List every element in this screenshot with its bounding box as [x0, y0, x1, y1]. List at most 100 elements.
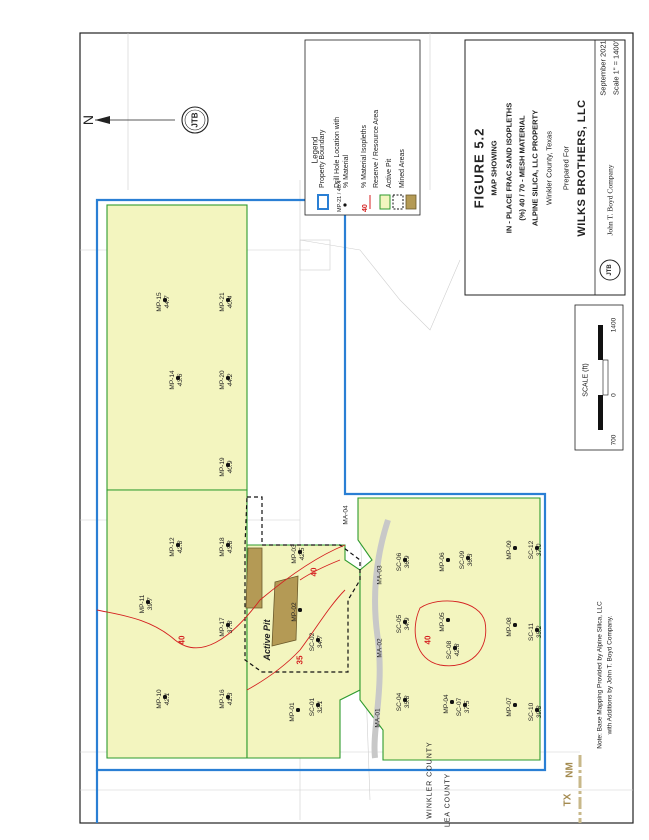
drill-hole-marker — [466, 556, 470, 560]
legend-symbol-isopleth: 40 — [362, 204, 369, 212]
drill-hole-marker — [316, 703, 320, 707]
legend-label-mined: Mined Areas — [399, 149, 406, 188]
drill-hole-marker — [450, 700, 454, 704]
scale-label: SCALE (ft) — [582, 363, 590, 397]
drill-hole-marker — [316, 638, 320, 642]
figure-line-5: Winkler County, Texas — [544, 131, 554, 205]
drill-hole-marker — [176, 376, 180, 380]
scale-seg-3 — [598, 325, 603, 360]
mined-area-2 — [271, 575, 299, 647]
legend-label-boundary: Property Boundary — [319, 129, 326, 188]
figure-line-3: (%) 40 / 70 - MESH MATERIAL — [517, 115, 527, 221]
note-line-2: with Additions by John T. Boyd Company. — [606, 615, 614, 735]
drill-hole-marker — [453, 646, 457, 650]
figure-line-2: IN - PLACE FRAC SAND ISOPLETHS — [504, 102, 514, 234]
drill-hole-marker — [463, 703, 467, 707]
north-label: N — [80, 114, 96, 126]
company-name: John T. Boyd Company — [605, 164, 615, 236]
figure-scale: Scale 1" = 1400' — [611, 40, 621, 96]
drill-hole-marker — [535, 628, 539, 632]
legend-swatch-boundary — [317, 194, 329, 210]
jtb-logo: JTB — [190, 112, 200, 128]
drill-hole-marker — [403, 620, 407, 624]
drill-hole-marker — [296, 708, 300, 712]
north-arrow-head — [95, 116, 110, 124]
state-label-nm: NM — [564, 762, 576, 778]
jtb-small-logo: JTB — [607, 264, 613, 276]
jtb-logo-ring — [181, 106, 209, 134]
drill-hole-marker — [226, 463, 230, 467]
client-name: WILKS BROTHERS, LLC — [576, 99, 588, 237]
legend-label-hole: Drill Hole Location with % Material — [334, 116, 350, 188]
drill-hole-marker — [446, 558, 450, 562]
monitor-point-ma-01: MA-01 — [374, 708, 382, 728]
legend-label-reserve: Reserve / Resource Area — [373, 109, 380, 188]
haul-road — [371, 519, 391, 759]
drill-hole-marker — [163, 695, 167, 699]
monitor-point-ma-03: MA-03 — [376, 565, 384, 585]
mined-area-1 — [245, 547, 263, 609]
scale-seg-1 — [598, 395, 603, 430]
jtb-small-logo-ring — [599, 259, 621, 281]
drill-hole-marker — [513, 703, 517, 707]
figure-date: September 2021 — [598, 40, 608, 96]
scale-tick-1400: 1400 — [610, 317, 618, 333]
drill-hole-marker — [226, 623, 230, 627]
drill-hole-marker — [298, 550, 302, 554]
drill-hole-marker — [226, 298, 230, 302]
drill-hole-marker — [446, 618, 450, 622]
drill-hole-marker — [226, 376, 230, 380]
monitor-point-ma-04: MA-04 — [342, 505, 350, 525]
winkler-county-label: WINKLER COUNTY — [426, 741, 434, 819]
jtb-logo-inner — [184, 109, 206, 131]
reserve-area-south — [357, 497, 541, 761]
drill-hole-marker — [226, 695, 230, 699]
scale-tick-0: 0 — [610, 393, 618, 397]
drill-hole-marker — [513, 623, 517, 627]
active-pit-label: Active Pit — [262, 619, 272, 661]
title-block — [464, 39, 626, 296]
isopleth-40-pit — [299, 559, 341, 581]
drill-hole-marker — [513, 546, 517, 550]
isopleth-40-north — [96, 544, 346, 649]
drill-hole-marker — [403, 558, 407, 562]
monitor-point-ma-02: MA-02 — [376, 638, 384, 658]
drill-hole-marker — [226, 543, 230, 547]
isopleth-label-4: 40 — [423, 635, 433, 645]
lea-county-label: LEA COUNTY — [444, 772, 452, 828]
legend-swatch-hole — [343, 203, 347, 207]
prepared-for: Prepared For — [561, 145, 571, 191]
drill-hole-marker — [535, 546, 539, 550]
isopleth-label-3: 40 — [309, 567, 319, 577]
scale-seg-2 — [602, 359, 609, 396]
drill-hole-marker — [163, 298, 167, 302]
active-pit-outline — [244, 496, 361, 673]
reserve-areas — [106, 204, 541, 761]
drill-hole-marker — [403, 698, 407, 702]
drill-hole-marker — [146, 600, 150, 604]
legend-swatch-mined — [405, 194, 417, 210]
note-line-1: Note: Base Mapping Provided by Alpine Si… — [596, 601, 604, 749]
legend-box — [304, 39, 421, 216]
legend-label-isopleth: % Material Isopleths — [361, 124, 368, 188]
state-label-tx: TX — [562, 793, 574, 807]
isopleth-35 — [246, 589, 346, 691]
legend-swatch-reserve — [379, 194, 391, 210]
scale-tick-700: 700 — [610, 434, 618, 446]
isopleth-40-south — [414, 600, 487, 667]
figure-number: FIGURE 5.2 — [471, 127, 487, 209]
sheet-border — [79, 32, 634, 824]
drill-hole-marker — [535, 708, 539, 712]
drill-hole-marker — [176, 543, 180, 547]
figure-line-4: ALPINE SILICA, LLC PROPERTY — [530, 109, 540, 227]
reserve-area-north — [106, 204, 248, 491]
isopleth-label-1: 40 — [177, 635, 187, 645]
legend-label-pit: Active Pit — [386, 158, 393, 188]
isopleth-label-2: 35 — [295, 655, 305, 665]
legend-swatch-pit — [392, 194, 404, 210]
isopleths — [96, 544, 487, 691]
